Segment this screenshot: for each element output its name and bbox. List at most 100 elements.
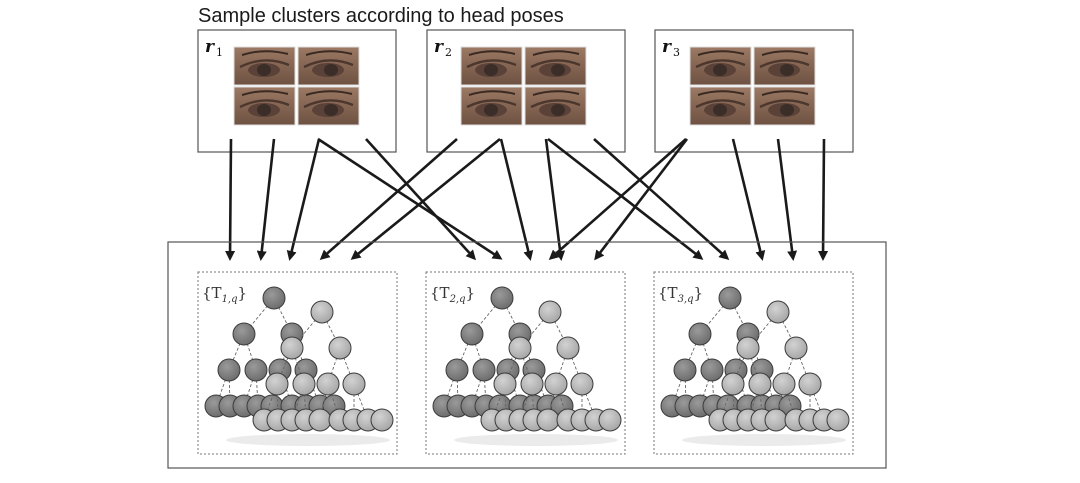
tree-node <box>772 372 796 396</box>
tree-node <box>328 336 352 360</box>
cluster-label-subscript: 1 <box>216 46 223 59</box>
arrow <box>319 138 458 260</box>
cluster-label-main: r <box>205 37 215 57</box>
tree-node <box>472 358 496 382</box>
tree-node <box>544 372 568 396</box>
eye-image <box>689 86 752 126</box>
eye-image <box>524 46 587 86</box>
forest-label-close: } <box>466 284 476 302</box>
tree-node <box>784 336 808 360</box>
arrow <box>818 138 829 261</box>
cluster-label-subscript: 2 <box>445 46 452 59</box>
tree-node <box>460 322 484 346</box>
tree-node <box>232 322 256 346</box>
cluster-label-main: r <box>434 37 444 57</box>
eye-image <box>233 86 296 126</box>
tree-node <box>265 372 289 396</box>
tree-node <box>718 286 742 310</box>
forest-label-open: {T <box>202 284 222 302</box>
tree-node <box>490 286 514 310</box>
tree-node <box>536 408 560 432</box>
tree-node <box>764 408 788 432</box>
tree-light <box>708 300 850 432</box>
forest-label-subscript: 2,q <box>449 294 466 305</box>
forest-label-open: {T <box>658 284 678 302</box>
eye-image <box>524 86 587 126</box>
forest-3: {T3,q} <box>653 271 854 455</box>
forest-label: {T2,q} <box>430 284 475 305</box>
tree-node <box>538 300 562 324</box>
tree-node <box>445 358 469 382</box>
eye-image <box>460 86 523 126</box>
eye-image <box>689 46 752 86</box>
tree-light <box>480 300 622 432</box>
arrow <box>256 138 276 261</box>
tree-node <box>280 336 304 360</box>
tree-node <box>244 358 268 382</box>
arrow <box>544 138 566 261</box>
tree-node <box>673 358 697 382</box>
arrow <box>731 138 766 261</box>
tree-node <box>310 300 334 324</box>
tree-node <box>493 372 517 396</box>
eye-image <box>460 46 523 86</box>
arrows <box>225 137 829 261</box>
forest-label: {T1,q} <box>202 284 247 305</box>
eye-image <box>233 46 296 86</box>
tree-node <box>556 336 580 360</box>
arrow <box>547 137 704 260</box>
tree-node <box>688 322 712 346</box>
arrow <box>548 138 687 260</box>
tree-node <box>700 358 724 382</box>
tree-node <box>342 372 366 396</box>
tree-node <box>316 372 340 396</box>
forest-label-subscript: 3,q <box>678 294 694 305</box>
forest-label-subscript: 1,q <box>222 294 238 305</box>
forest-label-close: } <box>238 284 248 302</box>
tree-node <box>308 408 332 432</box>
arrow <box>225 138 236 261</box>
arrow <box>593 138 730 261</box>
tree-node <box>748 372 772 396</box>
cluster-frame <box>197 29 397 153</box>
tree-dark <box>660 286 802 418</box>
tree-node <box>721 372 745 396</box>
eye-image <box>297 46 360 86</box>
tree-node <box>826 408 850 432</box>
diagram-title: Sample clusters according to head poses <box>198 5 564 27</box>
forest-2: {T2,q} <box>425 271 626 455</box>
cluster-label-subscript: 3 <box>673 46 680 59</box>
tree-node <box>736 336 760 360</box>
arrow <box>317 137 503 260</box>
tree-node <box>217 358 241 382</box>
tree-node <box>520 372 544 396</box>
tree-node <box>292 372 316 396</box>
arrow <box>499 138 534 261</box>
tree-node <box>370 408 394 432</box>
forests: {T1,q}{T2,q}{T3,q} <box>197 271 854 455</box>
forest-1: {T1,q} <box>197 271 398 455</box>
arrow <box>594 138 689 261</box>
tree-node <box>798 372 822 396</box>
forest-label-close: } <box>694 284 704 302</box>
tree-node <box>766 300 790 324</box>
tree-node <box>598 408 622 432</box>
arrow <box>286 138 321 261</box>
arrow <box>350 137 501 260</box>
forest-label: {T3,q} <box>658 284 703 305</box>
cluster-label-main: r <box>662 37 672 57</box>
tree-node <box>570 372 594 396</box>
tree-node <box>262 286 286 310</box>
tree-light <box>252 300 394 432</box>
forest-container <box>167 241 887 469</box>
eye-image <box>297 86 360 126</box>
arrow <box>776 138 798 261</box>
